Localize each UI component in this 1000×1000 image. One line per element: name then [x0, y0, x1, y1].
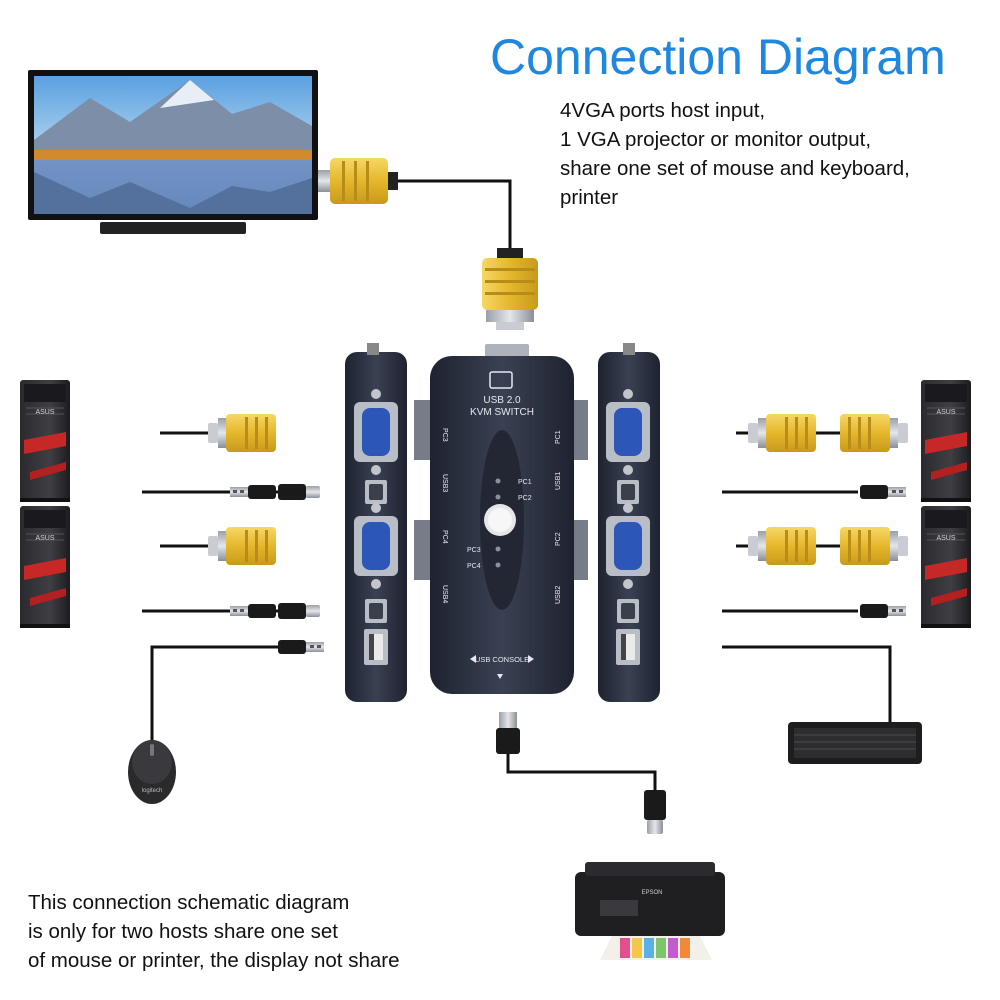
- monitor-vga-connector: [318, 158, 398, 204]
- switch-name-label: KVM SWITCH: [470, 407, 534, 418]
- note-line: is only for two hosts share one set: [28, 920, 338, 943]
- description-line: printer: [560, 186, 619, 209]
- diagram-title: Connection Diagram: [490, 29, 946, 85]
- pc2-led-label: PC2: [518, 495, 532, 502]
- printer: EPSON: [575, 862, 725, 960]
- pc1-led-label: PC1: [518, 479, 532, 486]
- usb-cable-mouse-end: [278, 640, 324, 654]
- computer-brand-label: ASUS: [936, 409, 955, 416]
- computer-brand-label: ASUS: [936, 535, 955, 542]
- description-line: share one set of mouse and keyboard,: [560, 157, 910, 180]
- vga-cable-right-pc4: [840, 527, 908, 565]
- pc4-led-label: PC4: [467, 563, 481, 570]
- switch-top-view: USB 2.0 KVM SWITCH PC1 PC2 PC3 PC4 PC3 U…: [414, 344, 588, 694]
- pc3-led-label: PC3: [467, 547, 481, 554]
- usb2-port-label: USB2: [555, 586, 562, 604]
- description: 4VGA ports host input, 1 VGA projector o…: [560, 96, 990, 212]
- computer-left-1: ASUS: [19, 379, 71, 503]
- computer-right-2: ASUS: [920, 505, 972, 629]
- usb-console-cable-end: [496, 712, 520, 754]
- pc2-port-label: PC2: [555, 532, 562, 546]
- pc4-port-label: PC4: [441, 530, 448, 544]
- usb-console-label: USB CONSOLE: [475, 655, 529, 664]
- switch-left-side: [345, 343, 407, 702]
- switch-input-vga-connector: [482, 248, 538, 330]
- switch-model-label: USB 2.0: [483, 395, 521, 406]
- pc3-port-label: PC3: [441, 428, 448, 442]
- mouse-brand-label: logitech: [142, 788, 163, 794]
- note-line: This connection schematic diagram: [28, 891, 350, 914]
- description-line: 1 VGA projector or monitor output,: [560, 128, 872, 151]
- usb4-port-label: USB4: [441, 585, 448, 603]
- computer-brand-label: ASUS: [35, 535, 54, 542]
- printer-usb-cable-end: [644, 790, 666, 834]
- usb-cable-left-pc3: [230, 603, 320, 619]
- usb1-port-label: USB1: [555, 472, 562, 490]
- computer-brand-label: ASUS: [35, 409, 54, 416]
- computer-left-2: ASUS: [19, 505, 71, 629]
- keyboard: [788, 722, 922, 764]
- usb3-port-label: USB3: [441, 474, 448, 492]
- pc1-port-label: PC1: [555, 430, 562, 444]
- computer-right-1: ASUS: [920, 379, 972, 503]
- note-line: of mouse or printer, the display not sha…: [28, 949, 400, 972]
- vga-cable-right-pc2: [840, 414, 908, 452]
- mouse: logitech: [128, 740, 176, 804]
- monitor: [28, 70, 318, 234]
- schematic-note: This connection schematic diagram is onl…: [28, 888, 498, 975]
- description-line: 4VGA ports host input,: [560, 99, 766, 122]
- printer-brand-label: EPSON: [641, 890, 662, 896]
- usb-cable-left-pc1: [230, 484, 320, 500]
- switch-right-side: [598, 343, 660, 702]
